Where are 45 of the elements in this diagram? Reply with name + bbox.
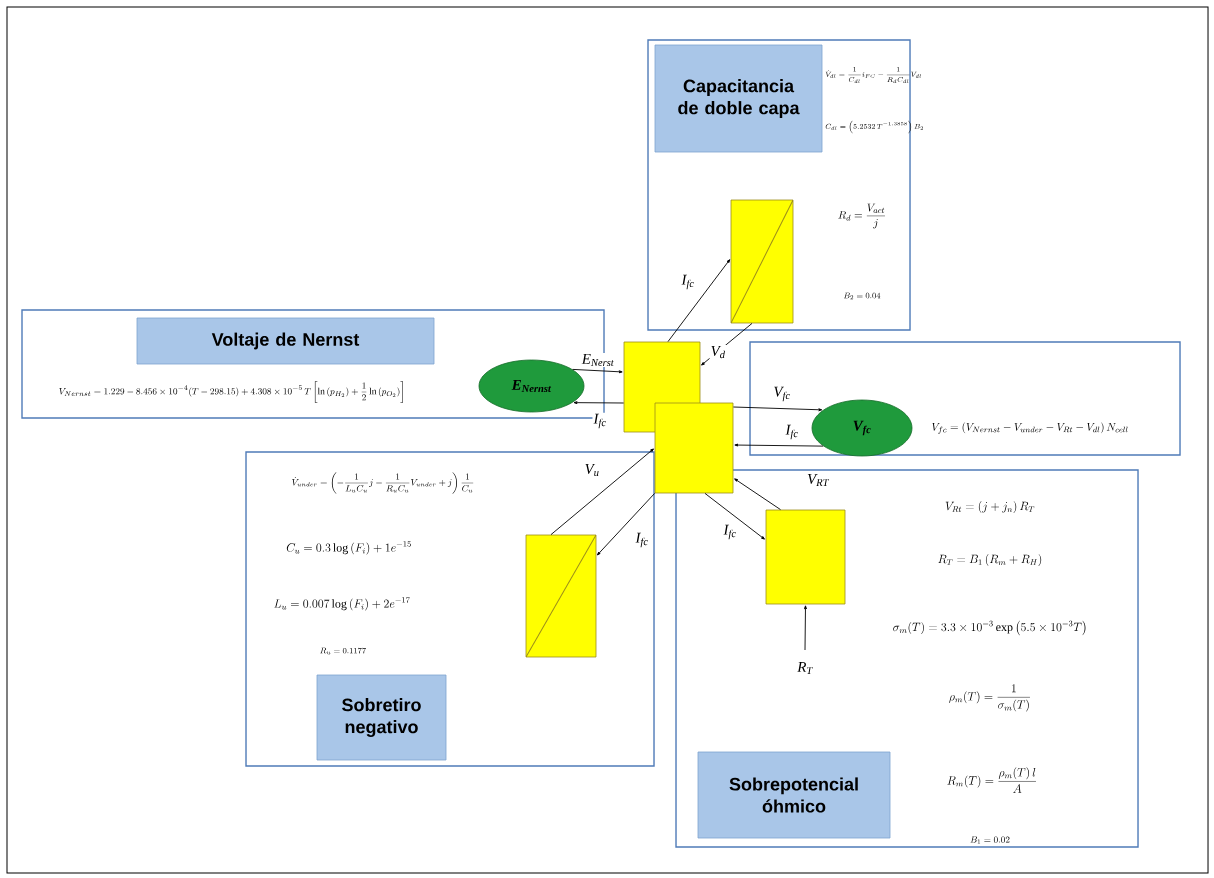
edge-label: I$_{fc}$: [592, 412, 608, 430]
formula: $L_u = 0.007\log\left(F_i\right) + 2e^{-17}$: [274, 597, 410, 611]
arrow: [732, 406, 823, 412]
block: [765, 509, 846, 605]
arrow: [596, 492, 656, 556]
edge-label: I$_{fc}$: [784, 423, 800, 441]
formula: $R_u = 0.1177$: [320, 647, 366, 655]
edge-label: V$_{u}$: [583, 462, 601, 478]
edge-label: V$_{fc}$: [772, 385, 792, 403]
heading-box: Sobretiro negativo: [316, 674, 447, 761]
diagonal-block: [730, 199, 794, 324]
heading-box: Sobrepotencial óhmico: [697, 751, 891, 839]
arrow: [804, 605, 807, 651]
arrow: [701, 322, 753, 366]
edge-label: E$_{Nerst}$: [580, 352, 616, 368]
arrow: [572, 368, 623, 374]
formula: $C_u = 0.3\log\left(F_i\right) + 1e^{-15}$: [286, 541, 411, 555]
heading-box: Voltaje de Nernst: [136, 317, 435, 365]
formula: $B_1 = 0.02$: [970, 836, 1010, 844]
formula: $V_{fc} = \left(V_{Nernst} - V_{under} - V_{Rt} - V_{dl}\right) N_{cell}$: [932, 422, 1128, 434]
formula: $\sigma_m(T) = 3.3\times 10^{-3}\exp\left(5.5\times 10^{-3} T\right)$: [893, 620, 1086, 636]
edge-label: I$_{fc}$: [722, 523, 738, 541]
formula: $\dot{V}_{dl} = \frac{1}{C_{dl}} i_{FC} - \frac{1}{R_d C_{dl}} V_{dl}$: [825, 66, 921, 84]
formula: $R_m(T) = \frac{\rho_m(T)\, l}{A}$: [947, 767, 1036, 793]
arrow: [550, 448, 654, 536]
heading-box: Capacitancia de doble capa: [654, 44, 823, 153]
block: [654, 402, 734, 494]
arrow: [667, 259, 731, 343]
diagonal-block: [525, 534, 597, 658]
formula: $R_d = \frac{V_{act}}{j}$: [838, 203, 885, 229]
edge-label: R$_{T}$: [796, 661, 814, 675]
formula: $\dot{V}_{under} = \left(-\frac{1}{L_u C_u} j - \frac{1}{R_u C_u} V_{under} + j\right)\frac{1}{C_u}$: [292, 472, 474, 494]
edge-label: V$_{RT}$: [806, 473, 830, 487]
formula: $B_2 = 0.04$: [843, 292, 881, 300]
arrow: [704, 492, 765, 540]
formula: $R_T = B_1\left(R_m + R_H\right)$: [938, 554, 1042, 566]
formula: $\rho_m(T) = \frac{1}{\sigma_m(T)}$: [949, 684, 1030, 712]
arrow: [734, 478, 781, 511]
edge-label: I$_{fc}$: [680, 273, 696, 291]
edge-label: I$_{fc}$: [634, 531, 650, 549]
formula: $C_{dl} = \left(5.2532\, T^{-1.3858}\right) B_2$: [825, 120, 923, 134]
formula: $V_{Nernst} = 1.229 - 8.456\times 10^{-4}(T-298.15) + 4.308\times 10^{-5}\, T\left[\ln\left(p_{H_2}\right) + \frac{1}{2}\ln\left(p_{O_2}\right)\right]$: [59, 381, 403, 403]
formula: $V_{Rt} = \left(j + j_n\right) R_T$: [945, 501, 1035, 513]
edge-label: V$_{d}$: [709, 344, 727, 360]
arrow: [573, 401, 625, 405]
